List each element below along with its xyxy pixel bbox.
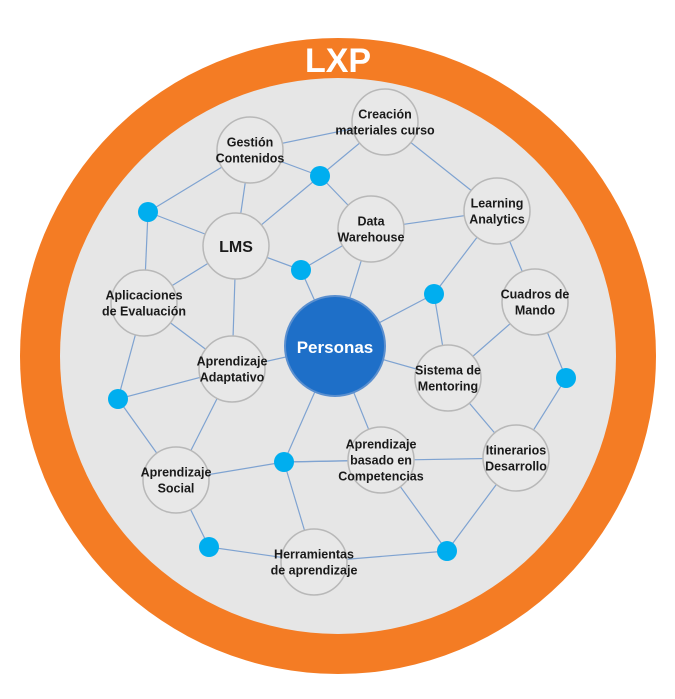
- connector-dot: [138, 202, 158, 222]
- node-circle: [337, 195, 405, 263]
- connector-dot: [199, 537, 219, 557]
- node-label: Data: [357, 215, 385, 229]
- node-cuadros: Cuadros de Mando: [501, 268, 570, 336]
- connector-dot: [424, 284, 444, 304]
- node-circle: [142, 446, 210, 514]
- node-circle: [216, 116, 284, 184]
- node-aplicaciones: Aplicaciones de Evaluación: [102, 269, 186, 337]
- node-label: Analytics: [469, 213, 525, 227]
- node-label: Mentoring: [418, 380, 478, 394]
- node-circle: [347, 426, 415, 494]
- node-label: Creación: [358, 108, 412, 122]
- connector-dot: [291, 260, 311, 280]
- node-label: Aplicaciones: [105, 289, 182, 303]
- node-circle: [482, 424, 550, 492]
- node-circle: [198, 335, 266, 403]
- node-label: materiales curso: [335, 124, 435, 138]
- node-label: Social: [158, 482, 195, 496]
- node-label: Learning: [471, 197, 524, 211]
- node-label: Aprendizaje: [197, 355, 268, 369]
- node-creacion: Creación materiales curso: [335, 88, 435, 156]
- node-label: Mando: [515, 304, 556, 318]
- node-label: Aprendizaje: [346, 438, 417, 452]
- node-circle: [202, 212, 270, 280]
- connector-dot: [556, 368, 576, 388]
- diagram-title: LXP: [305, 42, 371, 80]
- connector-dots: [108, 166, 576, 561]
- node-label: basado en: [350, 454, 412, 468]
- node-label: Herramientas: [274, 548, 354, 562]
- node-label: de aprendizaje: [271, 564, 358, 578]
- connector-dot: [108, 389, 128, 409]
- node-circle: [463, 177, 531, 245]
- node-circle: [110, 269, 178, 337]
- node-label: Sistema de: [415, 364, 481, 378]
- node-label: Adaptativo: [200, 371, 265, 385]
- connector-dot: [274, 452, 294, 472]
- center-node-personas: [284, 295, 386, 397]
- node-label: de Evaluación: [102, 305, 186, 319]
- node-lms: LMS: [202, 212, 270, 280]
- node-label: Gestión: [227, 136, 274, 150]
- connector-dot: [310, 166, 330, 186]
- node-circle: [351, 88, 419, 156]
- connector-dot: [437, 541, 457, 561]
- node-competencias: Aprendizaje basado en Competencias: [338, 426, 424, 494]
- node-mentoring: Sistema de Mentoring: [414, 344, 482, 412]
- node-label: Itinerarios: [486, 444, 546, 458]
- node-label: Contenidos: [216, 152, 285, 166]
- node-label: Desarrollo: [485, 460, 547, 474]
- node-label: LMS: [219, 239, 253, 256]
- node-circle: [501, 268, 569, 336]
- center-node-label: Personas: [297, 338, 374, 357]
- node-circle: [414, 344, 482, 412]
- node-herramientas: Herramientas de aprendizaje: [271, 528, 358, 596]
- node-label: Competencias: [338, 470, 423, 484]
- node-label: Warehouse: [338, 231, 405, 245]
- node-circle: [280, 528, 348, 596]
- node-label: Cuadros de: [501, 288, 570, 302]
- node-label: Aprendizaje: [141, 466, 212, 480]
